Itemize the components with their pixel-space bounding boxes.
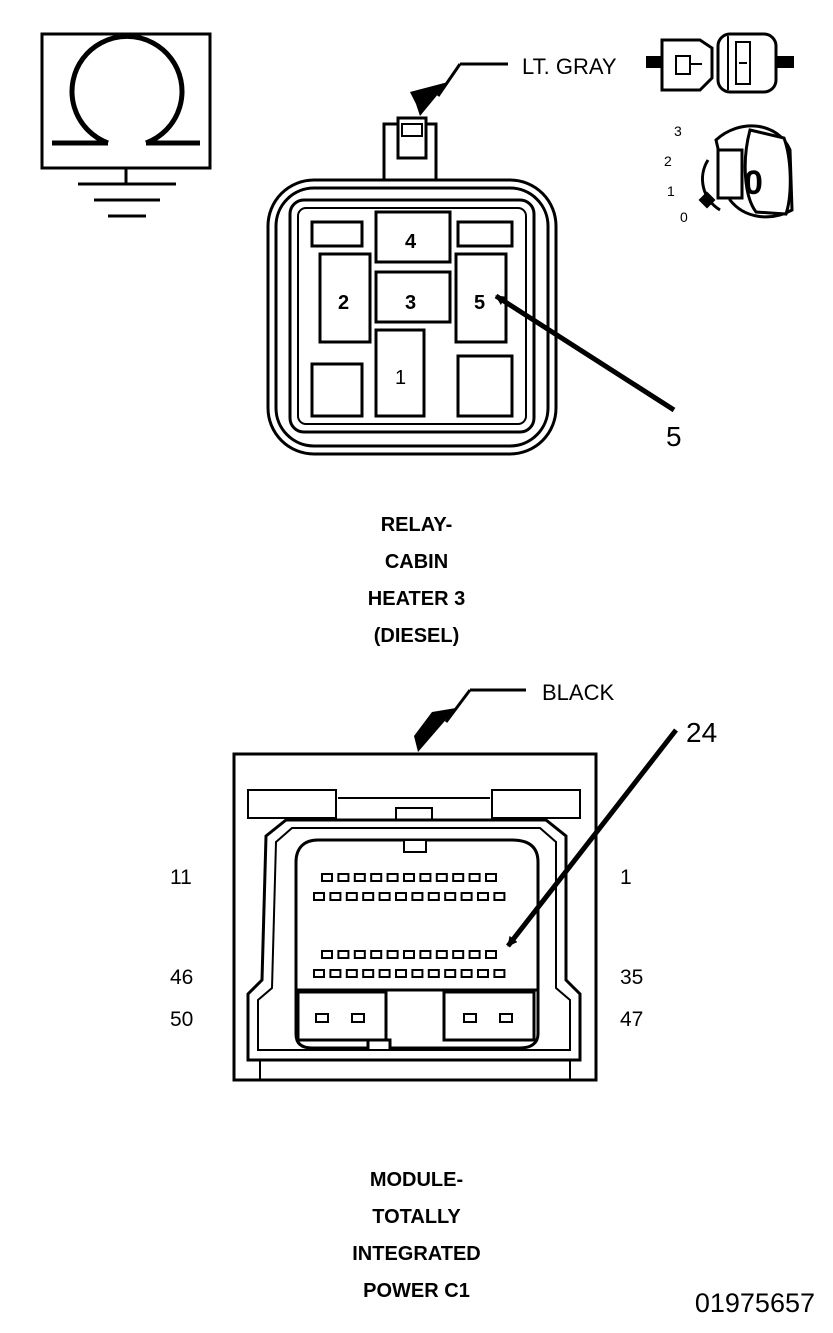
pin-cavity (460, 969, 473, 978)
pin-cavity (345, 892, 358, 901)
pin-cavity (427, 969, 440, 978)
pin-cavity (362, 892, 375, 901)
pin-cavity (419, 873, 432, 882)
pin-cavity (403, 950, 415, 959)
relay-connector: LT. GRAY 1 2 3 4 5 5 (266, 54, 682, 456)
pin-cavity (485, 873, 497, 882)
relay-caption-line-1: RELAY- (380, 514, 453, 536)
pin-cavity (411, 892, 424, 901)
ground-symbol-icon (40, 32, 212, 218)
pin-cavity (403, 873, 415, 882)
relay-callout-label: 5 (666, 421, 682, 452)
key-position-3: 3 (674, 123, 682, 139)
pin-cavity (435, 873, 448, 882)
pin-cavity (362, 969, 375, 978)
pin-label-47: 47 (620, 1008, 643, 1031)
pin-cavity (435, 950, 448, 959)
relay-cavity-3: 3 (405, 292, 416, 314)
pin-cavity (329, 969, 342, 978)
relay-caption-line-3: HEATER 3 (367, 588, 466, 610)
pin-cavity (468, 950, 481, 959)
pin-cavity (313, 969, 325, 978)
module-caption: MODULE- TOTALLY INTEGRATED POWER C1 (0, 1162, 833, 1310)
module-callout-label: 24 (686, 717, 717, 748)
pin-cavity (493, 969, 506, 978)
pin-cavity (378, 969, 391, 978)
pin-cavity (493, 892, 506, 901)
module-caption-line-3: INTEGRATED (352, 1243, 481, 1265)
module-wire-color-label: BLACK (542, 680, 614, 705)
pin-cavity (419, 950, 432, 959)
pin-cavity (452, 950, 465, 959)
pin-label-35: 35 (620, 966, 643, 989)
pin-cavity (395, 892, 407, 901)
pin-cavity (411, 969, 424, 978)
relay-wire-color-label: LT. GRAY (522, 54, 617, 79)
relay-cavity-1: 1 (395, 367, 406, 389)
relay-cavity-2: 2 (338, 292, 349, 314)
pin-cavity (345, 969, 358, 978)
pin-label-1: 1 (620, 866, 632, 889)
relay-cavity-4: 4 (405, 231, 417, 253)
pin-cavity (329, 892, 342, 901)
pin-cavity (460, 892, 473, 901)
inline-connector-icon (646, 32, 794, 94)
pin-cavity (485, 950, 497, 959)
relay-caption: RELAY- CABIN HEATER 3 (DIESEL) (0, 507, 833, 655)
pin-cavity (444, 969, 457, 978)
pin-cavity (477, 969, 489, 978)
pin-cavity (477, 892, 489, 901)
ignition-key-icon: 3 2 1 0 0 (664, 123, 794, 225)
pin-cavity (370, 950, 383, 959)
relay-cavity-5: 5 (474, 292, 485, 314)
key-position-1: 1 (667, 183, 675, 199)
pin-label-46: 46 (170, 966, 193, 989)
pin-cavity (427, 892, 440, 901)
pin-cavity (386, 873, 399, 882)
pin-cavity (452, 873, 465, 882)
relay-caption-line-2: CABIN (384, 551, 449, 573)
pin-label-50: 50 (170, 1008, 193, 1031)
module-caption-line-1: MODULE- (369, 1169, 464, 1191)
key-current-position: 0 (744, 164, 763, 202)
pin-cavity (444, 892, 457, 901)
key-position-2: 2 (664, 153, 672, 169)
pin-cavity (353, 873, 366, 882)
pin-cavity (313, 892, 325, 901)
pin-cavity (321, 950, 333, 959)
pin-cavity (353, 950, 366, 959)
document-id: 01975657 (694, 1288, 815, 1318)
pin-cavity (395, 969, 407, 978)
pin-cavity (378, 892, 391, 901)
module-caption-line-2: TOTALLY (372, 1206, 461, 1228)
module-connector: BLACK 11 1 46 35 50 47 24 (170, 680, 717, 1082)
relay-caption-line-4: (DIESEL) (373, 625, 460, 647)
module-caption-line-4: POWER C1 (363, 1280, 470, 1302)
pin-cavity (337, 873, 350, 882)
pin-cavity (468, 873, 481, 882)
pin-cavity (337, 950, 350, 959)
pin-cavity (321, 873, 333, 882)
pin-label-11: 11 (170, 866, 192, 889)
pin-cavity (370, 873, 383, 882)
pin-cavity (386, 950, 399, 959)
key-position-0: 0 (680, 209, 688, 225)
